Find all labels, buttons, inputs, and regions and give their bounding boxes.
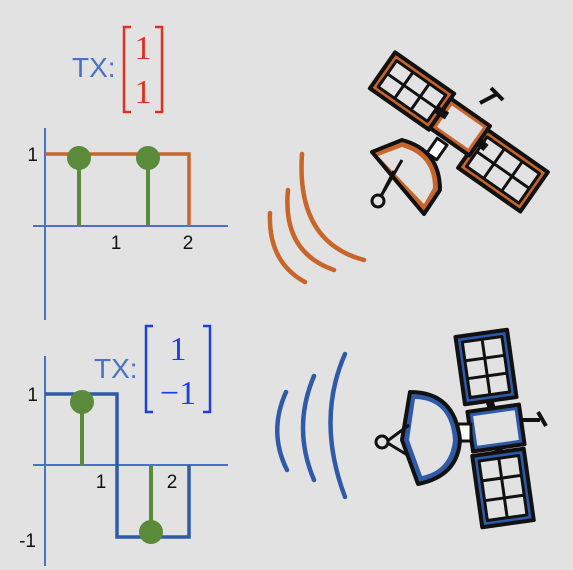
bottom-panel: TX: 1 −1 1 -1 1 2 (19, 324, 548, 566)
bottom-vector-matrix (144, 324, 212, 414)
bottom-stem-marker-2 (139, 520, 163, 544)
bottom-tick-y-neg: -1 (19, 531, 36, 552)
bottom-waveform (45, 392, 191, 539)
top-tick-y-1: 1 (27, 145, 38, 166)
radio-waves-icon (275, 351, 348, 500)
top-tick-x-1: 1 (111, 233, 122, 254)
bottom-stem-marker-1 (70, 390, 94, 414)
top-stems (67, 146, 160, 226)
top-stem-marker-1 (67, 146, 91, 170)
top-vector-matrix (122, 25, 164, 114)
top-vector-entry-2: 1 (135, 74, 152, 111)
bottom-tick-y-pos: 1 (27, 385, 38, 406)
bottom-vector-entry-1: 1 (170, 331, 187, 368)
bottom-vector-entry-2: −1 (160, 375, 196, 412)
bottom-stems (70, 390, 163, 544)
top-tick-x-2: 2 (183, 233, 194, 254)
top-panel: TX: 1 1 1 1 2 (27, 25, 550, 320)
top-stem-marker-2 (136, 146, 160, 170)
satellite-icon (367, 50, 550, 216)
top-vector-entry-1: 1 (135, 30, 152, 67)
top-tx-label: TX: (72, 52, 116, 83)
satellite-icon (374, 327, 548, 530)
bottom-tick-x-2: 2 (167, 472, 178, 493)
top-waveform (45, 152, 191, 226)
bottom-tick-x-1: 1 (96, 472, 107, 493)
bottom-tx-label: TX: (94, 353, 138, 384)
radio-waves-icon (267, 151, 367, 285)
